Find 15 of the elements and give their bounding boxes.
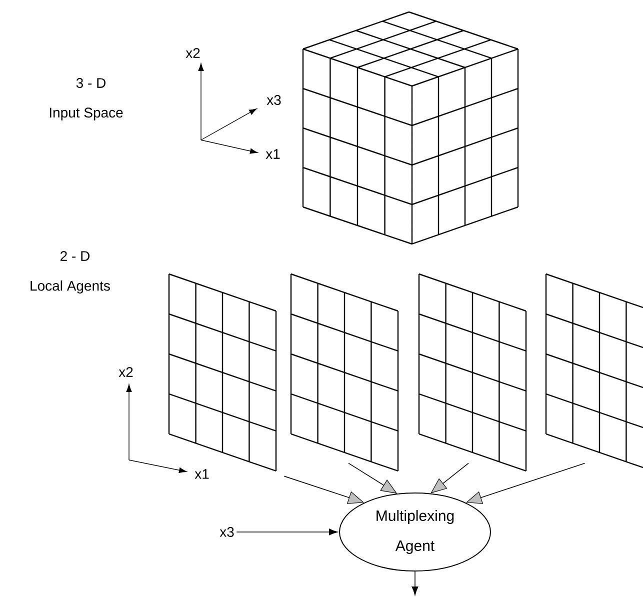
caption-text: Input Space [50, 108, 123, 120]
axis-label: x1 [266, 149, 280, 159]
arrow [236, 528, 338, 536]
grid-panel [418, 273, 527, 472]
axis-label: x3 [266, 95, 281, 105]
caption-text: 3 - D [76, 78, 106, 88]
caption-text: Local Agents [30, 280, 110, 294]
input-label: x3 [220, 527, 234, 537]
axis-label: x1 [194, 469, 209, 479]
axis-label: x2 [118, 367, 133, 377]
arrow [412, 571, 418, 596]
grid-panel [290, 273, 399, 472]
axis-label: x2 [186, 48, 200, 58]
arrow [430, 462, 469, 494]
caption-text: 2 - D [60, 251, 90, 261]
